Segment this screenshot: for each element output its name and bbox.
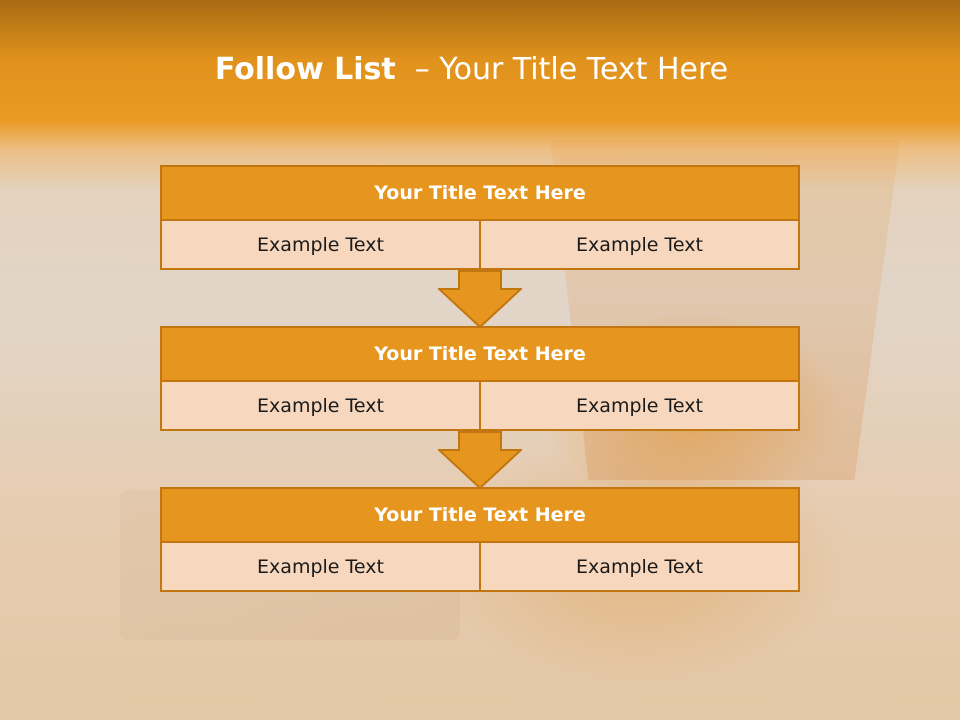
step-3-right-text: Example Text [479,543,798,590]
step-2-title: Your Title Text Here [160,326,800,382]
step-3-left-text: Example Text [257,555,384,578]
step-3-row: Example Text Example Text [160,543,800,592]
step-1-right-text: Example Text [479,221,798,268]
step-2-right-text: Example Text [479,382,798,429]
down-arrow-icon [438,270,522,328]
step-3-title: Your Title Text Here [160,487,800,543]
step-block-3: Your Title Text Here Example Text Exampl… [160,487,800,592]
down-arrow-icon [438,431,522,489]
step-1-left-text: Example Text [257,233,384,256]
title-rest: – Your Title Text Here [395,52,729,87]
step-block-2: Your Title Text Here Example Text Exampl… [160,326,800,431]
step-1-title: Your Title Text Here [160,165,800,221]
step-2-row: Example Text Example Text [160,382,800,431]
step-block-1: Your Title Text Here Example Text Exampl… [160,165,800,270]
title-bold: Follow List [214,52,396,87]
slide-title: Follow List – Your Title Text Here [0,52,943,87]
step-1-row: Example Text Example Text [160,221,800,270]
step-2-left-text: Example Text [257,394,384,417]
